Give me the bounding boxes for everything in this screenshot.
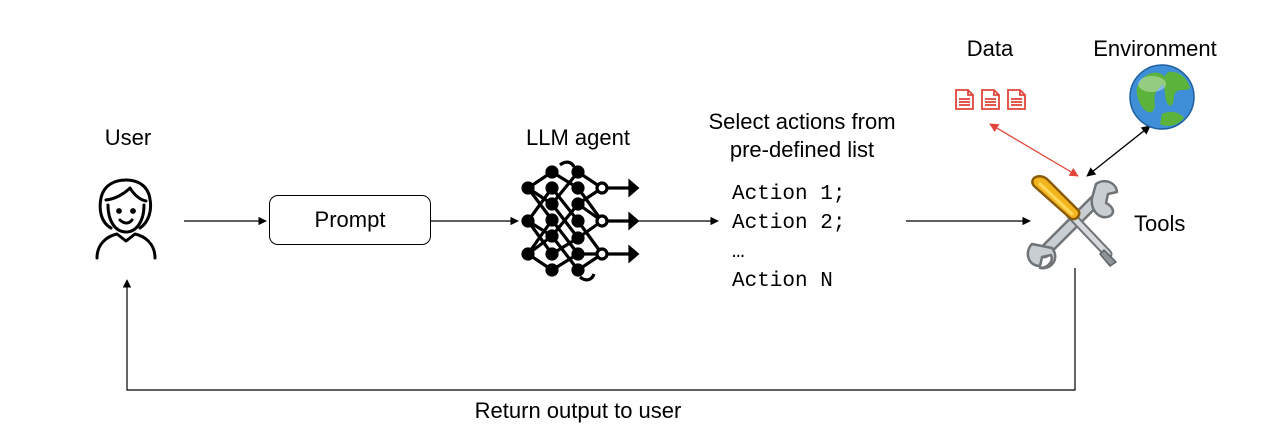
environment-label: Environment — [1093, 36, 1217, 61]
data-label: Data — [966, 36, 1014, 61]
arrow-return-loop — [122, 268, 1076, 391]
select-actions-label: Select actions from pre-defined list — [708, 108, 895, 164]
tools-label: Tools — [1134, 211, 1186, 236]
globe-icon — [1129, 64, 1195, 130]
document-icon — [955, 89, 1026, 110]
action-item: Action 2; — [732, 212, 846, 235]
arrow-tools-environment — [1086, 125, 1151, 177]
arrow-tools-data — [989, 123, 1079, 177]
user-label: User — [104, 125, 152, 150]
wrench-screwdriver-icon — [1026, 175, 1119, 270]
prompt-box[interactable]: Prompt — [269, 195, 431, 245]
prompt-label: Prompt — [314, 207, 386, 232]
llm-agent-label: LLM agent — [526, 125, 630, 150]
user-icon — [95, 178, 157, 260]
select-actions-line-1: Select actions from — [708, 109, 896, 134]
select-actions-line-2: pre-defined list — [729, 137, 875, 162]
return-output-label: Return output to user — [474, 398, 682, 423]
action-item: Action N — [732, 270, 833, 293]
action-item: … — [732, 241, 745, 264]
action-item: Action 1; — [732, 183, 846, 206]
neural-network-icon — [521, 160, 640, 282]
action-list: Action 1; Action 2; … Action N — [732, 180, 845, 296]
